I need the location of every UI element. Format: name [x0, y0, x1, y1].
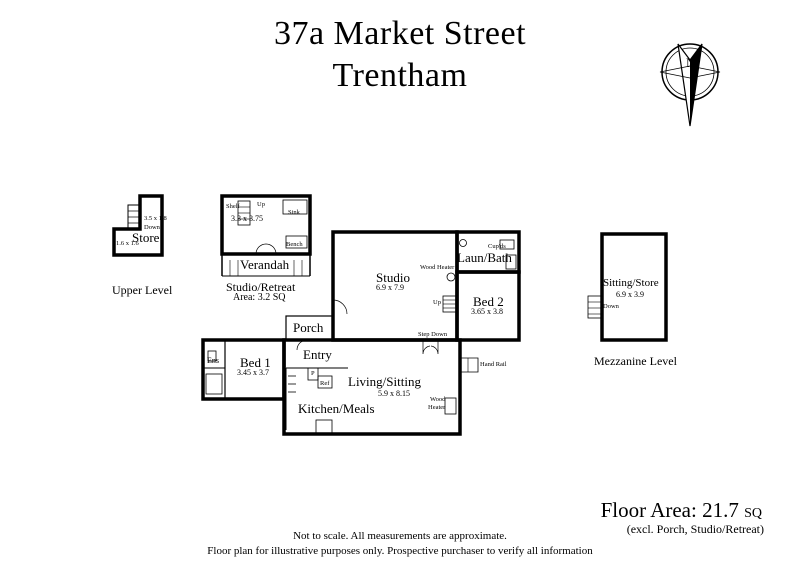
floor-area-value: Floor Area: 21.7 [600, 498, 739, 522]
label-verandah: Verandah [240, 257, 290, 272]
label-retreat-dims: 3.3 x 3.75 [231, 214, 263, 223]
caption-upper-level: Upper Level [112, 283, 173, 297]
label-store: Store [132, 230, 160, 245]
studio-retreat-outline [220, 194, 312, 277]
label-living-dims: 5.9 x 8.15 [378, 389, 410, 398]
label-kitchen-p: P [311, 370, 315, 377]
page-title-address: 37a Market Street [273, 15, 527, 52]
compass-icon [659, 43, 721, 127]
label-bed1-dims: 3.45 x 3.7 [237, 368, 269, 377]
label-kitchen-ref: Ref [320, 380, 330, 387]
label-bed2-dims: 3.65 x 3.8 [471, 307, 503, 316]
upper-level-store [112, 194, 164, 257]
label-bed1: Bed 1 [240, 355, 271, 370]
label-cupds: Cup'ds [488, 243, 506, 250]
compass-north-letter: N [686, 55, 696, 70]
label-mezzanine-down: Down [603, 303, 619, 310]
label-retreat-up: Up [257, 201, 265, 208]
label-store-stair: Down [144, 224, 160, 231]
label-laun-bath: Laun/Bath [457, 250, 512, 265]
label-sitting-store-dims: 6.9 x 3.9 [616, 290, 644, 299]
label-shelf: Shelf [226, 203, 240, 210]
floor-area-unit: SQ [744, 506, 762, 521]
label-store-dims-left: 1.6 x 1.6 [116, 240, 139, 247]
label-retreat-area: Area: 3.2 SQ [233, 292, 286, 303]
label-living-heater: Heater [428, 404, 446, 411]
floor-area-note: (excl. Porch, Studio/Retreat) [626, 522, 764, 536]
main-house-outline [201, 338, 479, 436]
label-sitting-store: Sitting/Store [603, 277, 659, 289]
page-title-suburb: Trentham [332, 57, 468, 94]
label-step-down: Step Down [418, 331, 448, 338]
disclaimer-line-2: Floor plan for illustrative purposes onl… [207, 545, 593, 557]
label-studio-up: Up [433, 299, 441, 306]
label-sink: Sink [288, 209, 300, 216]
label-studio: Studio [376, 270, 410, 285]
floor-area-total: Floor Area: 21.7 SQ [601, 498, 762, 523]
label-entry: Entry [303, 347, 332, 362]
label-living-wood: Wood [430, 396, 446, 403]
caption-mezzanine-level: Mezzanine Level [594, 354, 677, 368]
bed2-outline [442, 270, 521, 342]
label-kitchen-meals: Kitchen/Meals [298, 401, 375, 416]
disclaimer-line-1: Not to scale. All measurements are appro… [293, 530, 507, 542]
label-ens: Ens [207, 356, 219, 365]
label-studio-wood-heater: Wood Heater [420, 264, 455, 271]
label-bed2: Bed 2 [473, 294, 504, 309]
label-living-sitting: Living/Sitting [348, 374, 421, 389]
label-porch: Porch [293, 320, 324, 335]
label-studio-dims: 6.9 x 7.9 [376, 283, 404, 292]
mezzanine-outline [587, 232, 668, 342]
caption-studio-retreat: Studio/Retreat [226, 280, 296, 294]
label-store-dims-right: 3.5 x 1.8 [144, 215, 167, 222]
label-bench: Bench [286, 241, 303, 248]
label-hand-rail: Hand Rail [480, 361, 507, 368]
